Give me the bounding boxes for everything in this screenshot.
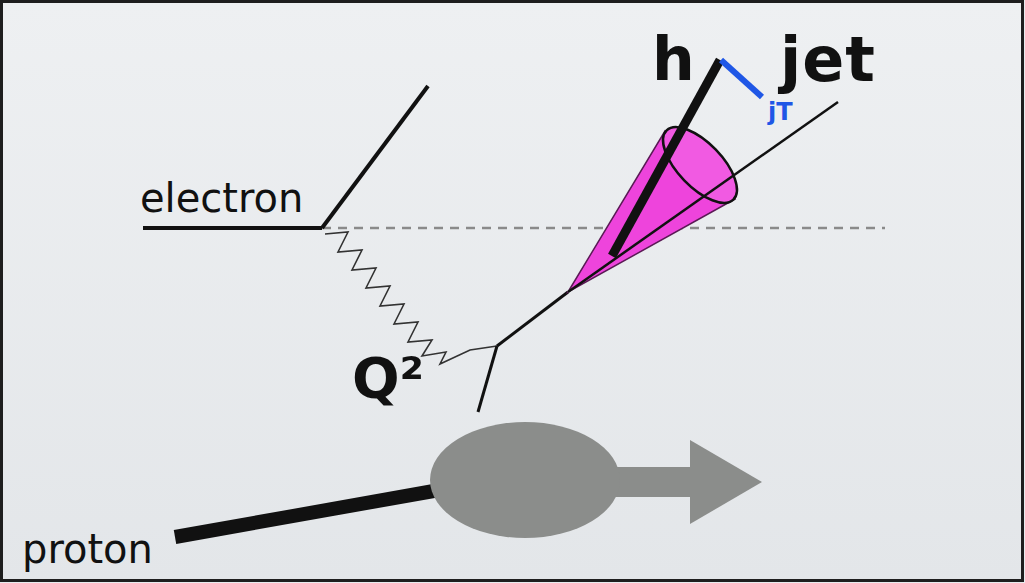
proton-label: proton — [22, 529, 153, 569]
electron-outgoing — [322, 86, 428, 228]
hadron-label: h — [652, 29, 695, 89]
electron-incoming — [143, 226, 322, 230]
jet-axis — [568, 102, 838, 292]
q2-label: Q² — [352, 350, 424, 406]
proton-beam — [175, 489, 445, 537]
hadron-track — [612, 60, 720, 256]
jt-label: jT — [768, 100, 793, 124]
electron-label: electron — [140, 178, 303, 218]
quark-in — [478, 346, 497, 412]
jet-label: jet — [780, 29, 876, 91]
beam-axis — [322, 227, 885, 230]
proton-blob — [430, 422, 620, 538]
jt-bar — [721, 60, 762, 97]
proton-arrow-head — [690, 440, 762, 524]
virtual-photon — [325, 232, 497, 364]
quark-out — [497, 292, 568, 346]
